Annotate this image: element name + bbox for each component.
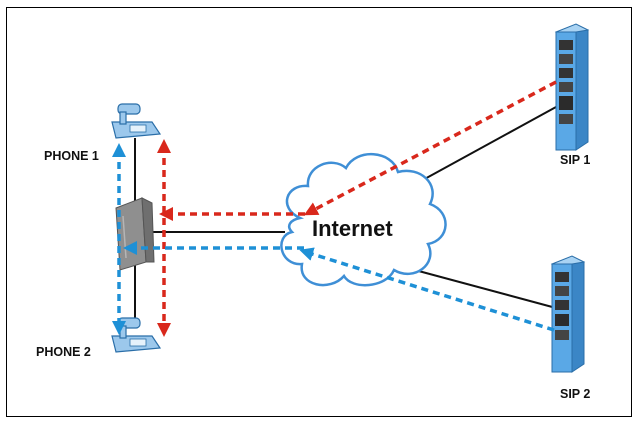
gateway-device-icon	[115, 197, 155, 271]
cloud-icon: Internet	[280, 153, 447, 287]
server-icon	[554, 23, 590, 151]
internet-label: Internet	[312, 216, 393, 241]
sip2-label: SIP 2	[560, 387, 590, 401]
phone1-label: PHONE 1	[44, 149, 99, 163]
server-icon	[550, 255, 586, 373]
sip1-label: SIP 1	[560, 153, 590, 167]
phone-icon	[111, 103, 162, 139]
red-arrow-sip1-to-internet	[303, 80, 557, 216]
blue-signal-flow	[112, 143, 555, 335]
blue-arrow-sip2-to-internet	[299, 247, 555, 332]
link-internet-sip2	[399, 265, 557, 309]
phone2-label: PHONE 2	[36, 345, 91, 359]
red-signal-flow	[157, 80, 557, 337]
